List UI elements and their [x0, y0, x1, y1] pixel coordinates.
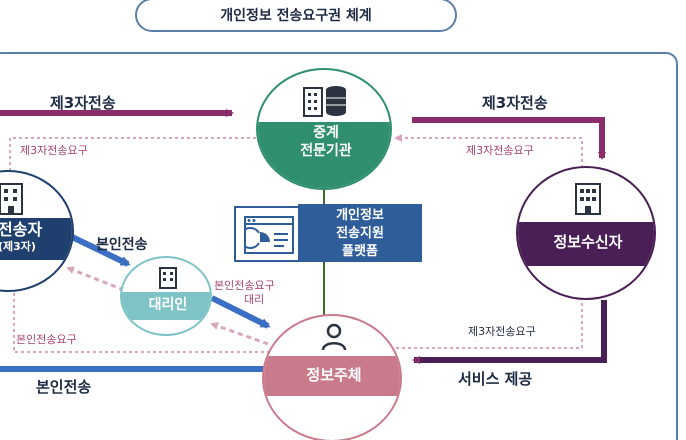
person-icon [321, 323, 347, 351]
sender-label-line2: (제3자) [0, 240, 36, 253]
receiver-label: 정보수신자 [553, 233, 623, 251]
label-request-right: 제3자전송요구 [466, 144, 534, 157]
arrow-subject-agent-request [210, 322, 269, 346]
label-self-transfer-top: 본인전송 [96, 237, 148, 253]
arrow-request-bottom-right [396, 290, 586, 349]
agent-label: 대리인 [148, 297, 188, 313]
arrow-request-left [9, 137, 262, 176]
diagram-title: 개인정보 전송요구권 체계 [135, 0, 457, 32]
platform-label-line2: 전송지원 [336, 226, 384, 241]
building-icon [575, 183, 601, 215]
label-request-bottom-right: 제3자전송요구 [468, 325, 536, 338]
subject-label: 정보주체 [306, 366, 362, 384]
sender-label-line1: 전송자 [0, 220, 43, 239]
broker-label-line2: 전문기관 [300, 143, 352, 159]
arrow-agent-request [66, 266, 125, 292]
label-request-left: 제3자전송요구 [20, 144, 88, 157]
label-self-request-agent-line2: 대리 [244, 293, 265, 306]
label-self-request-agent-line1: 본인전송요구 [214, 279, 275, 292]
label-self-request-left: 본인전송요구 [16, 333, 77, 346]
arrow-agent-subject [210, 295, 271, 329]
arrow-self-request-left [10, 282, 270, 353]
label-third-party-right: 제3자전송 [482, 94, 548, 112]
receiver-node: 정보수신자 [516, 166, 656, 300]
broker-label-line1: 중계 [313, 125, 339, 141]
building-icon [0, 183, 23, 215]
building-icon [159, 267, 177, 289]
arrow-third-party-right [412, 117, 606, 160]
platform-label-line1: 개인정보 [336, 208, 384, 223]
dashboard-icon [244, 216, 294, 254]
arrow-service [412, 300, 607, 364]
arrow-request-right [394, 134, 583, 186]
building-db-icon [303, 86, 346, 117]
agent-node: 대리인 [120, 256, 212, 336]
subject-node: 정보주체 [262, 314, 402, 440]
platform-label: 개인정보 전송지원 플랫폼 [298, 204, 422, 262]
diagram-frame [0, 52, 678, 440]
label-third-party-left: 제3자전송 [50, 94, 116, 112]
arrow-self-transfer-top [68, 233, 131, 267]
broker-node: 중계 전문기관 [256, 68, 392, 190]
label-service: 서비스 제공 [458, 370, 533, 388]
platform-label-line3: 플랫폼 [342, 244, 378, 259]
label-self-transfer-bottom: 본인전송 [36, 378, 92, 396]
